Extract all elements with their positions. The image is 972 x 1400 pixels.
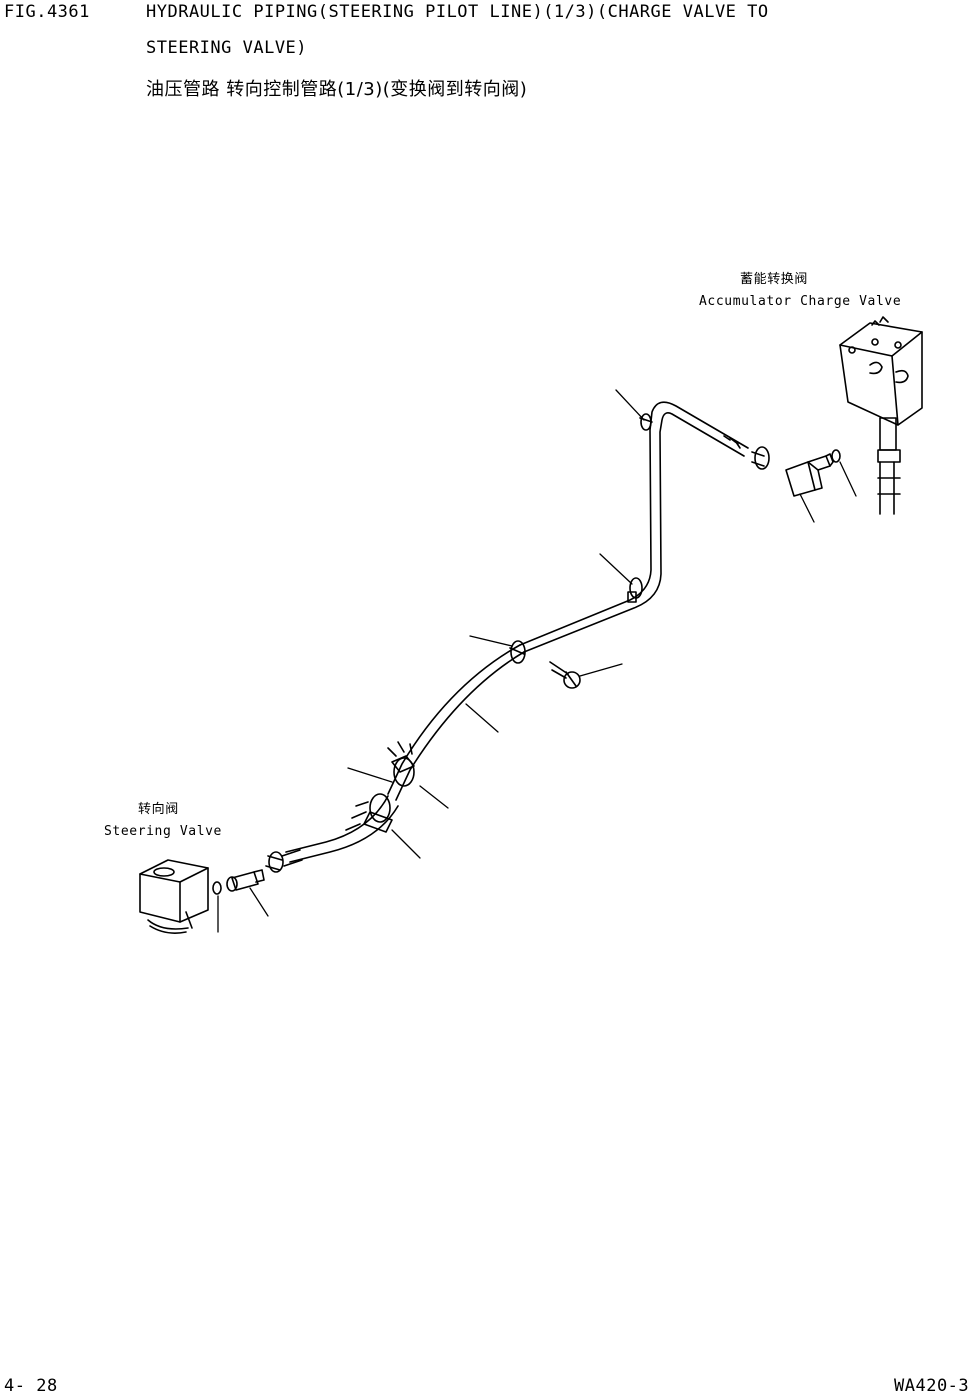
figure-title-chinese: 油压管路 转向控制管路(1/3)(变换阀到转向阀) (146, 79, 528, 100)
hose-nut-accumulator (751, 446, 770, 470)
pipe-clamp-middle-lower (509, 640, 526, 664)
clamp-bolt (549, 661, 581, 689)
o-ring-steering (212, 881, 222, 895)
elbow-fitting-accumulator (785, 453, 834, 497)
page-number: 4- 28 (4, 1376, 58, 1396)
steering-valve-label-cn: 转向阀 (138, 802, 179, 817)
steering-pilot-pipe (285, 401, 749, 863)
accumulator-valve-label-cn: 蓄能转换阀 (740, 272, 809, 287)
figure-title-line-2: STEERING VALVE) (146, 38, 308, 58)
o-ring-accumulator (831, 449, 841, 463)
accumulator-valve-label-en: Accumulator Charge Valve (699, 294, 902, 309)
pipe-clamp-lower (345, 741, 415, 833)
accumulator-charge-valve (839, 316, 923, 515)
figure-number: FIG.4361 (4, 2, 90, 22)
steering-valve-label-en: Steering Valve (104, 824, 222, 839)
model-number: WA420-3 (894, 1376, 970, 1396)
steering-valve (139, 859, 209, 934)
figure-title-line-1: HYDRAULIC PIPING(STEERING PILOT LINE)(1/… (146, 2, 769, 22)
connector-steering (226, 869, 265, 892)
pipe-clamp-middle-upper (627, 577, 643, 603)
leader-lines (217, 389, 857, 933)
pipe-clamp-top (639, 413, 653, 431)
steering-hose (265, 849, 303, 873)
